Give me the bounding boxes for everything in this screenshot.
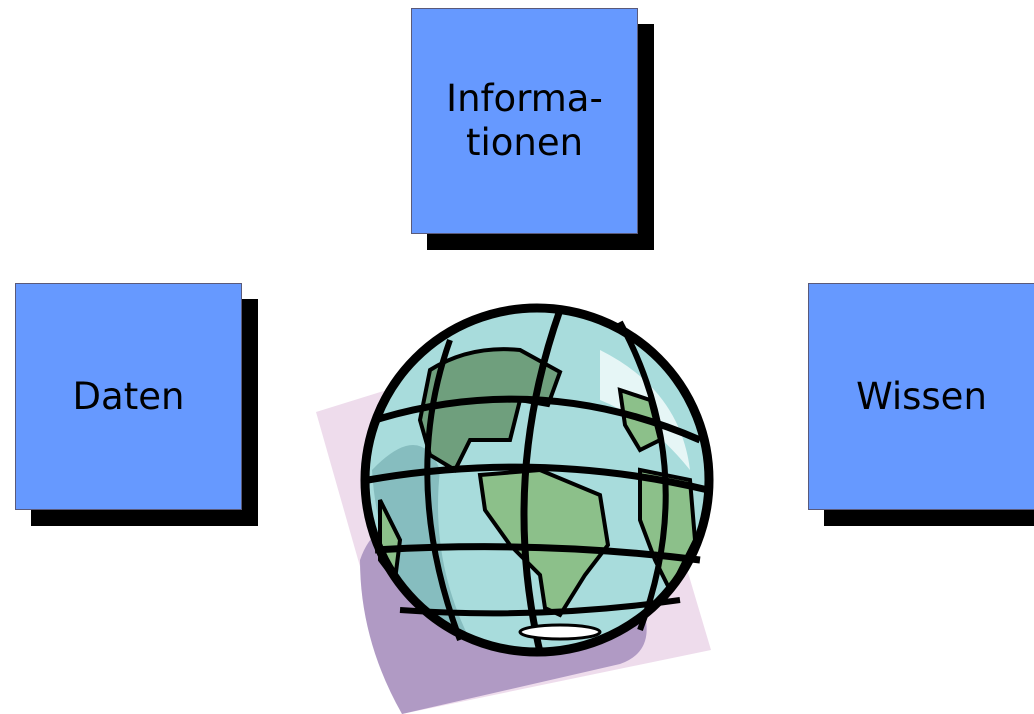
informationen-node: Informa- tionen	[411, 8, 654, 250]
daten-box: Daten	[15, 283, 242, 510]
globe-longitude-3	[617, 320, 669, 632]
wissen-label: Wissen	[856, 374, 987, 418]
globe-continent-south-america	[477, 467, 611, 618]
wissen-node: Wissen	[808, 283, 1034, 526]
globe-rim	[360, 303, 714, 657]
globe-icon	[316, 303, 714, 714]
informationen-box: Informa- tionen	[411, 8, 638, 234]
globe-longitude-2	[424, 338, 463, 642]
wissen-box: Wissen	[808, 283, 1034, 510]
globe-latitude-4	[399, 597, 681, 617]
globe-longitude-1	[520, 308, 564, 653]
daten-label: Daten	[72, 374, 185, 418]
daten-node: Daten	[15, 283, 258, 526]
informationen-label-line1: Informa-	[446, 77, 603, 120]
globe-stand	[518, 623, 602, 641]
informationen-label-line2: tionen	[465, 121, 584, 164]
globe-continent-north-america	[417, 347, 563, 473]
